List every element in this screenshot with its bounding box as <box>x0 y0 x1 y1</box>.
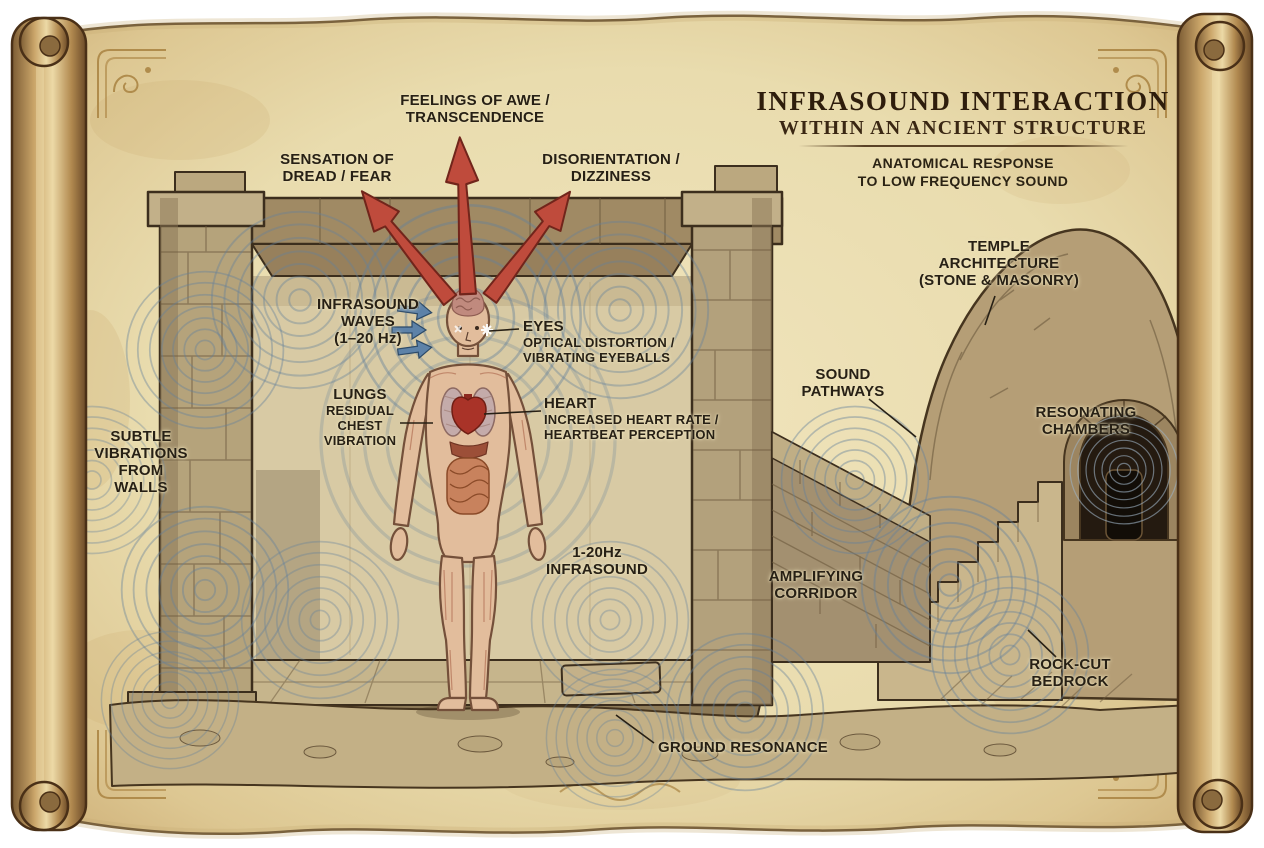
sound-pathways-connector <box>868 398 917 438</box>
muscle-lines <box>409 372 527 691</box>
label-connectors <box>400 295 1057 744</box>
heart-connector <box>483 410 542 415</box>
liver <box>449 441 489 459</box>
ground <box>109 671 1191 789</box>
heart <box>451 394 487 435</box>
temple-connector <box>984 295 996 326</box>
infrasound-arrows <box>391 298 434 362</box>
illustration <box>17 135 1194 808</box>
intestines <box>446 457 490 515</box>
resonating-chamber-arch <box>1063 399 1185 541</box>
ground-resonance-connector <box>615 714 655 744</box>
scroll-roll-left <box>10 16 88 832</box>
left-foot <box>436 696 468 712</box>
inner-doorway <box>1105 469 1143 541</box>
right-foot <box>468 696 500 712</box>
right-hand <box>527 527 547 561</box>
left-hand <box>389 527 409 561</box>
eyes-connector <box>488 328 520 332</box>
figure-shadow <box>416 704 520 720</box>
eye-burst-icon <box>454 324 493 336</box>
bedrock-connector <box>1027 629 1057 658</box>
scroll-roll-right <box>1176 12 1254 834</box>
